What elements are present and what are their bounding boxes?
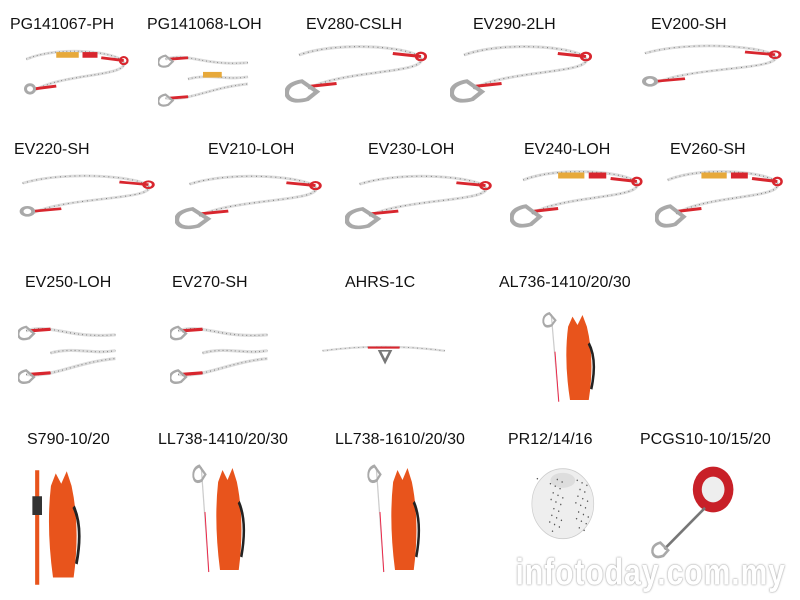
- product-image-rope-bag: [365, 462, 465, 582]
- product-code-label: AL736-1410/20/30: [499, 274, 631, 291]
- product-image-lanyard-hook: [450, 40, 600, 130]
- product-image-lanyard-absorber-hook: [510, 165, 650, 255]
- product-code-label: EV210-LOH: [208, 141, 295, 158]
- product-code-label: EV240-LOH: [524, 141, 611, 158]
- product-code-label: PG141067-PH: [10, 16, 115, 33]
- product-code-label: EV280-CSLH: [306, 16, 403, 33]
- product-image-lanyard-eye: [630, 40, 790, 120]
- product-image-rope-bag: [190, 462, 290, 582]
- product-image-lanyard-double-absorber: [158, 45, 278, 130]
- product-image-rope-coil: [525, 462, 635, 562]
- product-code-label: LL738-1610/20/30: [335, 431, 465, 448]
- product-code-label: EV200-SH: [651, 16, 727, 33]
- product-code-label: EV220-SH: [14, 141, 90, 158]
- product-image-retractable: [640, 462, 770, 572]
- product-code-label: AHRS-1C: [345, 274, 416, 291]
- product-code-label: PG141068-LOH: [147, 16, 262, 33]
- product-code-label: PR12/14/16: [508, 431, 593, 448]
- product-image-lanyard-double: [170, 315, 300, 410]
- product-image-lanyard-eye: [8, 170, 163, 250]
- product-code-label: S790-10/20: [27, 431, 110, 448]
- product-image-strap-bag: [20, 465, 130, 590]
- product-code-label: EV230-LOH: [368, 141, 455, 158]
- product-image-horizontal-line: [318, 340, 463, 405]
- product-code-label: LL738-1410/20/30: [158, 431, 288, 448]
- product-image-rope-bag: [540, 310, 640, 410]
- product-image-lanyard-hook: [285, 40, 435, 130]
- product-code-label: PCGS10-10/15/20: [640, 431, 771, 448]
- product-image-lanyard-absorber-hook: [655, 165, 790, 255]
- product-code-label: EV250-LOH: [25, 274, 112, 291]
- product-image-lanyard-absorber: [15, 45, 135, 130]
- product-code-label: EV290-2LH: [473, 16, 556, 33]
- product-image-lanyard-hook: [175, 170, 330, 255]
- product-code-label: EV260-SH: [670, 141, 746, 158]
- product-code-label: EV270-SH: [172, 274, 248, 291]
- watermark: infotoday.com.my: [515, 551, 786, 593]
- product-image-lanyard-hook: [345, 170, 500, 255]
- product-image-lanyard-double: [18, 315, 148, 410]
